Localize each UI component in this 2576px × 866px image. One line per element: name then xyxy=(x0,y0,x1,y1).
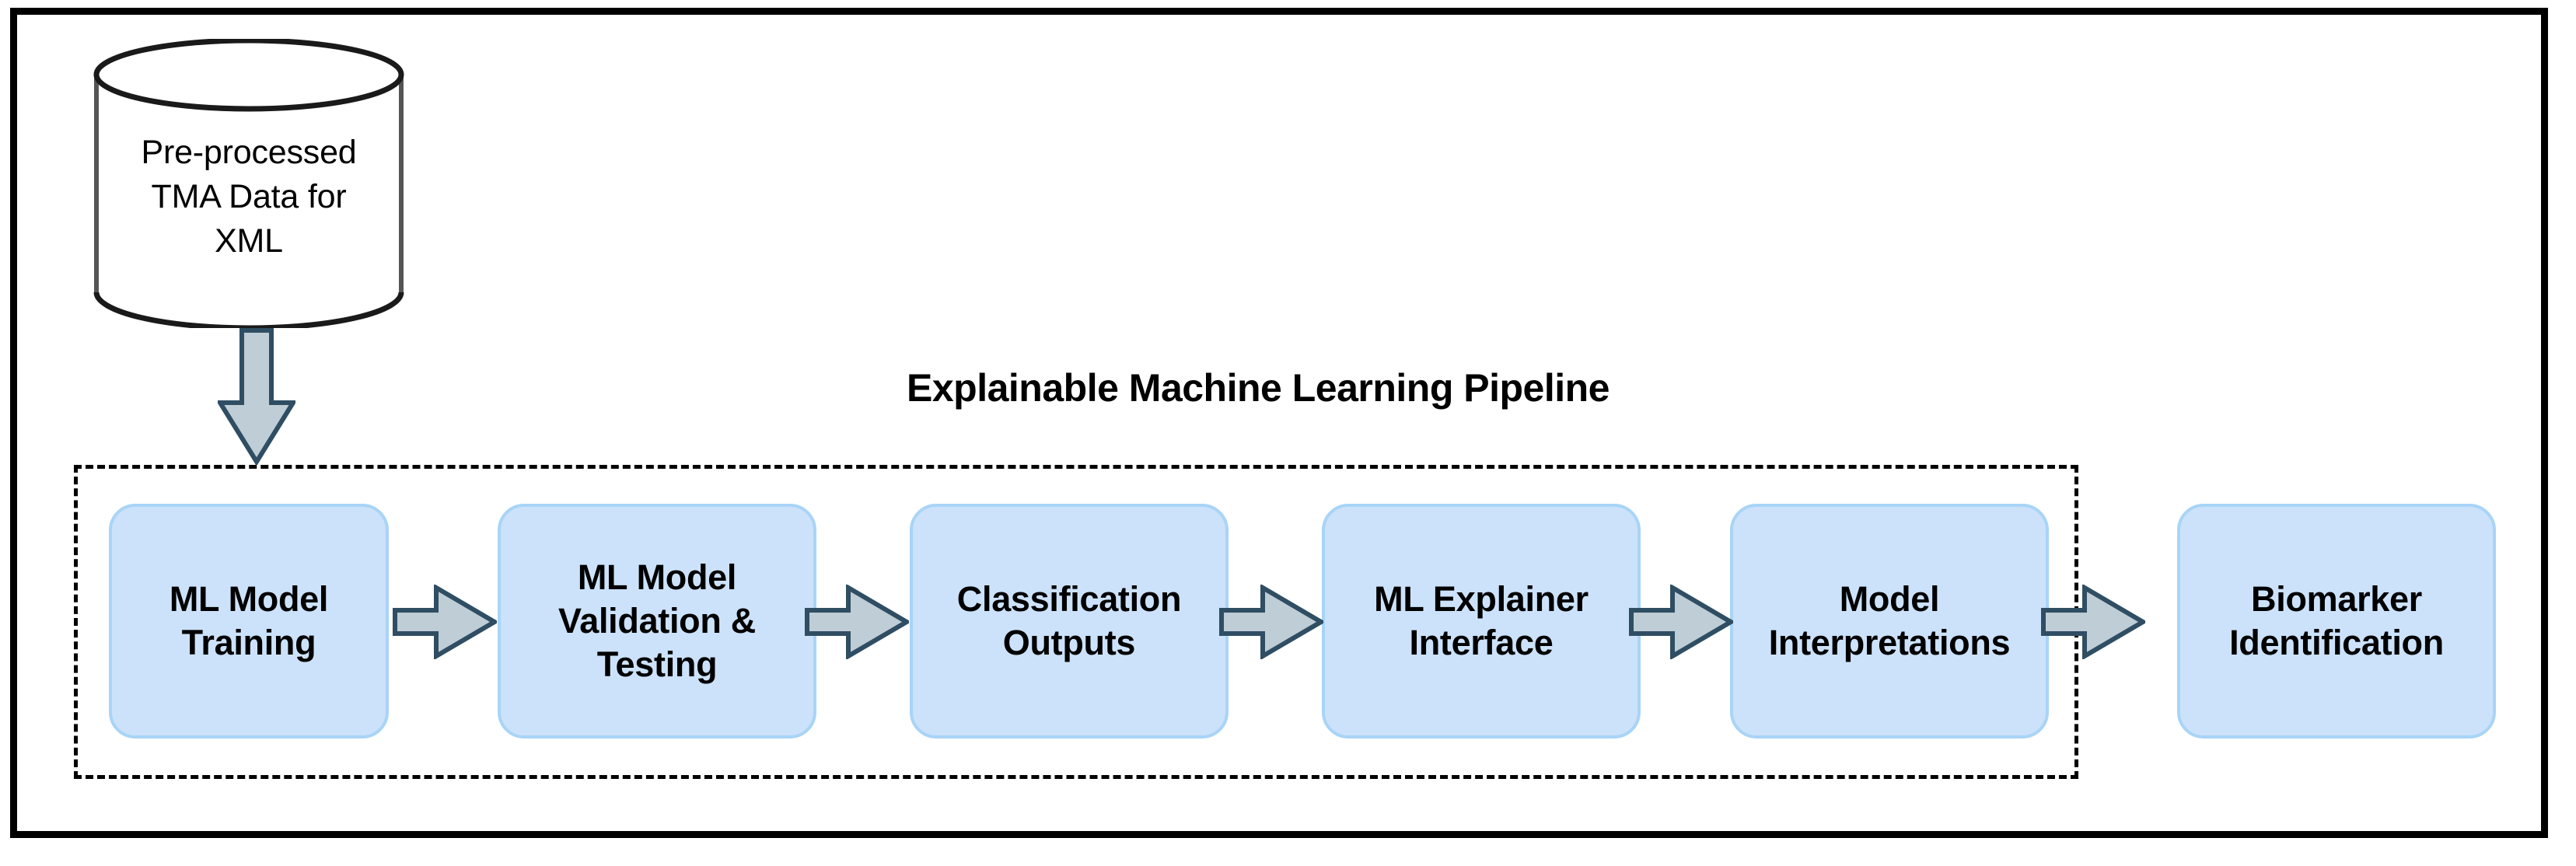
arrow-right-icon xyxy=(805,583,911,661)
stage-label-line1: ML Model xyxy=(169,579,329,619)
stage-label: Model Interpretations xyxy=(1763,578,2017,665)
pre-processed-tma-data-store: Pre-processed TMA Data for XML xyxy=(92,39,406,328)
stage-label-line2: Interface xyxy=(1409,623,1554,662)
arrow-right-icon xyxy=(393,583,499,661)
stage-ml-model-training[interactable]: ML Model Training xyxy=(109,504,389,739)
pipeline-title: Explainable Machine Learning Pipeline xyxy=(907,366,1610,410)
arrow-right-icon xyxy=(2041,583,2148,661)
stage-biomarker-identification[interactable]: Biomarker Identification xyxy=(2177,504,2496,739)
stage-label-line2: Validation & xyxy=(558,601,756,641)
stage-classification-outputs[interactable]: Classification Outputs xyxy=(910,504,1229,739)
datastore-label-line3: XML xyxy=(215,222,283,260)
stage-label-line2: Interpretations xyxy=(1768,623,2011,662)
stage-label-line3: Testing xyxy=(596,644,718,684)
stage-label: ML Explainer Interface xyxy=(1368,578,1595,665)
datastore-label-line1: Pre-processed xyxy=(141,134,357,171)
stage-label: ML Model Validation & Testing xyxy=(552,556,762,686)
feed-connector xyxy=(215,328,298,466)
arrow-right-icon xyxy=(1629,583,1735,661)
stage-label-line2: Training xyxy=(181,623,316,662)
flow-connector-5 xyxy=(2041,583,2148,661)
flow-connector-4 xyxy=(1629,583,1735,661)
flow-connector-3 xyxy=(1219,583,1326,661)
cylinder-icon xyxy=(93,39,404,328)
datastore-label: Pre-processed TMA Data for XML xyxy=(92,131,406,264)
flow-connector-2 xyxy=(805,583,911,661)
stage-model-interpretations[interactable]: Model Interpretations xyxy=(1730,504,2049,739)
stage-ml-explainer-interface[interactable]: ML Explainer Interface xyxy=(1322,504,1641,739)
flow-connector-1 xyxy=(393,583,499,661)
stage-ml-model-validation[interactable]: ML Model Validation & Testing xyxy=(498,504,816,739)
diagram-outer-frame xyxy=(10,8,2548,838)
stage-label-line2: Identification xyxy=(2229,623,2444,662)
stage-label: Classification Outputs xyxy=(951,578,1187,665)
stage-label-line1: Model xyxy=(1839,579,1940,619)
stage-label: Biomarker Identification xyxy=(2223,578,2450,665)
stage-label-line1: Classification xyxy=(956,579,1182,619)
stage-label: ML Model Training xyxy=(163,578,334,665)
datastore-label-line2: TMA Data for xyxy=(151,178,347,215)
stage-label-line2: Outputs xyxy=(1002,623,1136,662)
stage-label-line1: Biomarker xyxy=(2251,579,2422,619)
stage-label-line1: ML Model xyxy=(577,557,737,597)
arrow-down-icon xyxy=(215,328,298,466)
arrow-right-icon xyxy=(1219,583,1326,661)
stage-label-line1: ML Explainer xyxy=(1374,579,1589,619)
